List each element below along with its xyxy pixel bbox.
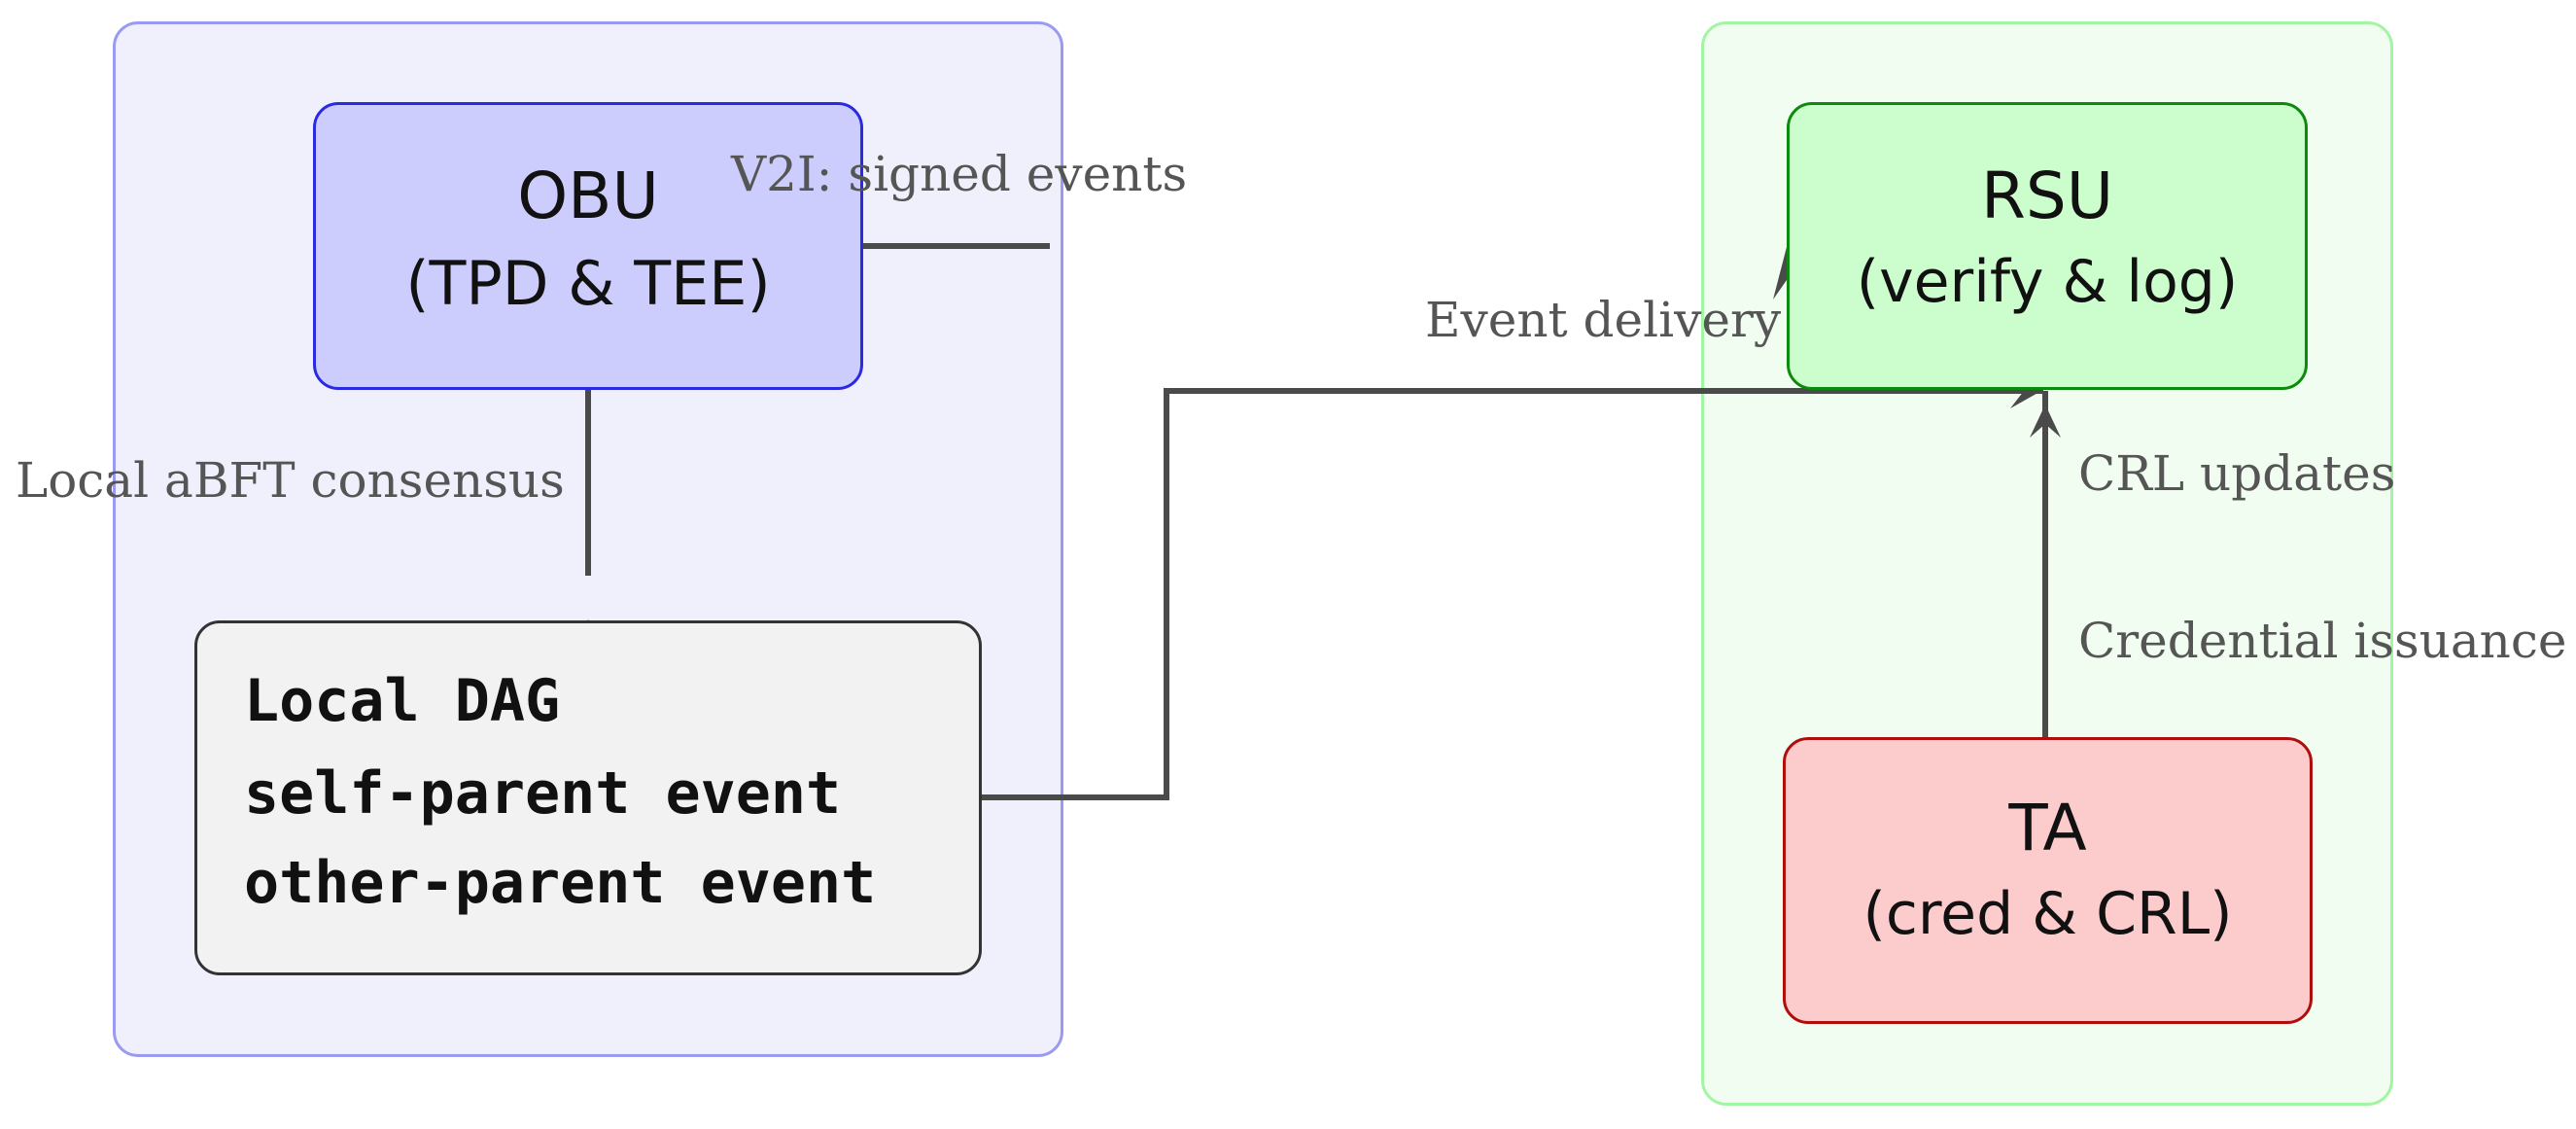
consensus-label: Local aBFT consensus xyxy=(16,452,565,509)
v2i-label: V2I: signed events xyxy=(731,146,1188,202)
dag-self-parent: self-parent event xyxy=(244,759,842,828)
crl-label: CRL updates xyxy=(2078,445,2396,502)
credential-label: Credential issuance xyxy=(2078,613,2567,669)
ta-subtitle: (cred & CRL) xyxy=(1862,880,2233,948)
dag-title: Local DAG xyxy=(244,667,561,735)
rsu-node: RSU (verify & log) xyxy=(1787,102,2308,390)
ta-title: TA xyxy=(2008,791,2087,865)
dag-other-parent: other-parent event xyxy=(244,849,877,917)
delivery-edge xyxy=(982,388,2043,800)
rsu-subtitle: (verify & log) xyxy=(1856,248,2239,316)
delivery-label: Event delivery xyxy=(1425,292,1782,348)
obu-node: OBU (TPD & TEE) xyxy=(313,102,863,390)
obu-subtitle: (TPD & TEE) xyxy=(405,248,771,319)
rsu-title: RSU xyxy=(1980,159,2114,233)
crl-arrowhead xyxy=(2030,405,2061,438)
obu-title: OBU xyxy=(517,159,659,233)
ta-node: TA (cred & CRL) xyxy=(1783,737,2313,1024)
local-dag-node: Local DAG self-parent event other-parent… xyxy=(194,620,982,975)
